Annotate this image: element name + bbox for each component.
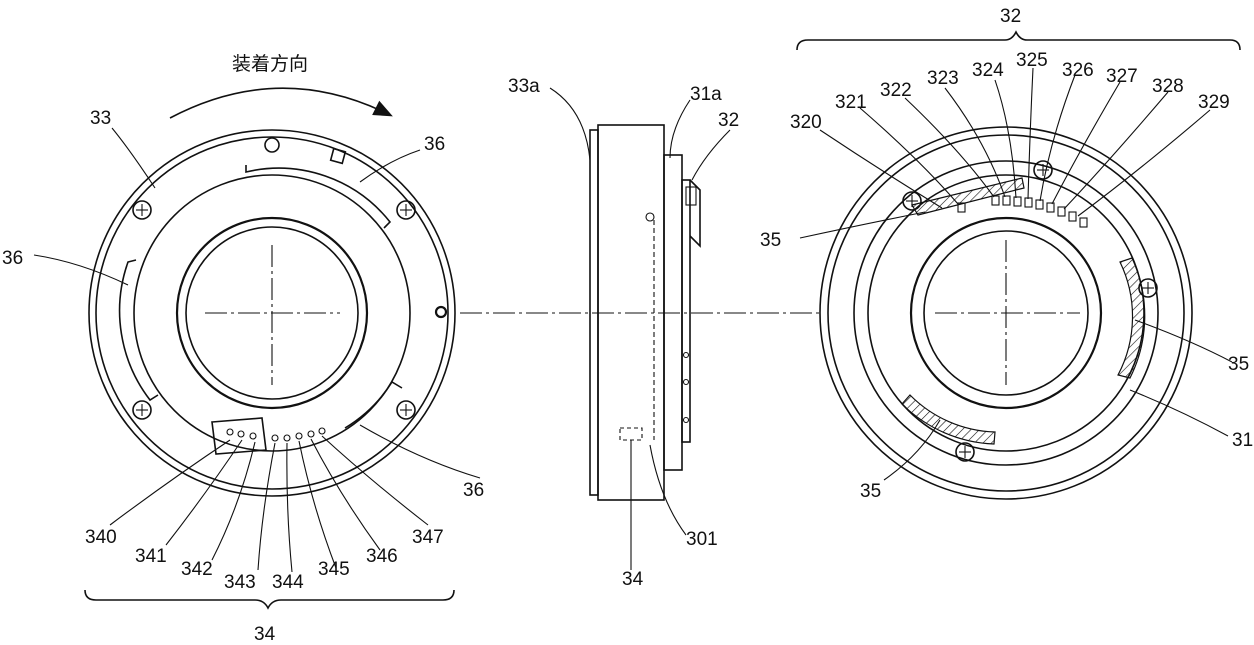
label-322: 322: [880, 80, 912, 101]
screw-icon: [902, 191, 922, 211]
label-329: 329: [1198, 92, 1230, 113]
label-345: 345: [318, 559, 350, 580]
label-32-side: 32: [718, 110, 739, 131]
screw-icon: [132, 200, 152, 220]
bracket-34: [84, 589, 455, 610]
label-320: 320: [790, 112, 822, 133]
side-view: [460, 124, 820, 501]
label-31a: 31a: [690, 84, 722, 105]
label-mount-direction: 装着方向: [232, 53, 308, 75]
label-34-side: 34: [622, 569, 644, 590]
mount-direction-arrow: [169, 87, 393, 119]
label-342: 342: [181, 559, 213, 580]
label-33: 33: [90, 108, 111, 129]
screw-icon: [396, 400, 416, 420]
label-324: 324: [972, 60, 1004, 81]
label-344: 344: [272, 572, 304, 593]
label-321: 321: [835, 92, 867, 113]
hatched-claw-right: [1117, 257, 1146, 379]
bayonet-claw-upper: [245, 165, 392, 229]
bracket-32: [796, 30, 1241, 51]
left-view: [88, 87, 456, 497]
label-31: 31: [1232, 430, 1253, 451]
label-35-bottom: 35: [860, 481, 881, 502]
label-35-right: 35: [1228, 354, 1249, 375]
contact-block: [211, 417, 267, 455]
screw-icon: [396, 200, 416, 220]
bayonet-claw-left: [118, 259, 159, 402]
label-341: 341: [135, 546, 167, 567]
right-view: [796, 30, 1241, 500]
screw-icon: [132, 400, 152, 420]
label-35-left: 35: [760, 230, 781, 251]
label-36-left: 36: [2, 248, 23, 269]
label-33a: 33a: [508, 76, 540, 97]
screw-icon: [1033, 160, 1053, 180]
labels: 装着方向 33 36 36 36 340 341 342 343 344 345…: [2, 6, 1253, 645]
label-328: 328: [1152, 76, 1184, 97]
screw-icon: [955, 442, 975, 462]
index-pin-hole: [264, 137, 280, 153]
label-325: 325: [1016, 50, 1048, 71]
lock-pin: [434, 305, 448, 319]
label-326: 326: [1062, 60, 1094, 81]
label-327: 327: [1106, 66, 1138, 87]
label-346: 346: [366, 546, 398, 567]
label-340: 340: [85, 527, 117, 548]
label-343: 343: [224, 572, 256, 593]
label-36-top: 36: [424, 134, 445, 155]
hatched-claw-upper: [911, 177, 1025, 216]
label-301: 301: [686, 529, 718, 550]
hatched-claw-lower: [901, 394, 996, 445]
label-32-top: 32: [1000, 6, 1021, 27]
bayonet-claw-lower: [344, 380, 403, 429]
screw-icon: [1138, 278, 1158, 298]
leader-lines: [33, 67, 1233, 573]
index-mark: [329, 147, 347, 165]
label-34-left: 34: [254, 624, 276, 645]
label-36-bottom: 36: [463, 480, 484, 501]
contact-pins: [226, 427, 326, 442]
label-347: 347: [412, 527, 444, 548]
label-323: 323: [927, 68, 959, 89]
